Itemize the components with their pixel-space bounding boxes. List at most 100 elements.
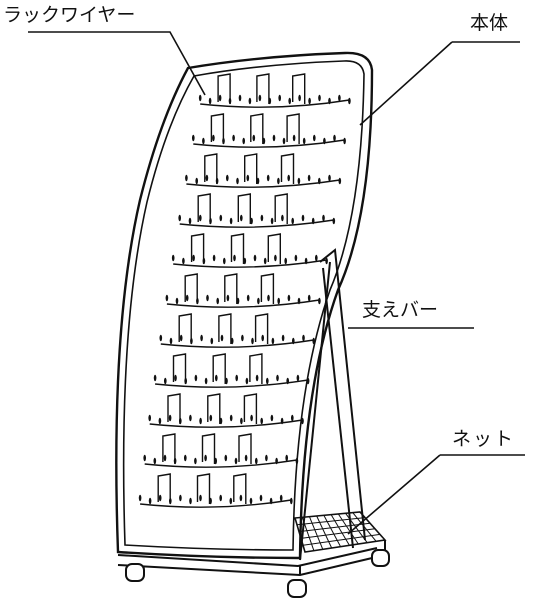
rack-hole <box>307 294 311 302</box>
rack-wire <box>237 193 251 224</box>
rack-hole <box>294 254 298 262</box>
rack-hole <box>271 337 275 345</box>
shelf-lip <box>200 99 350 108</box>
rack-hole <box>189 497 192 505</box>
leader-lines <box>28 31 525 535</box>
support-bar <box>299 248 366 561</box>
rack-hole <box>301 417 304 425</box>
rack-hole <box>287 174 291 182</box>
rack-wire <box>274 193 288 224</box>
rack-wire <box>172 353 187 384</box>
rack-hole <box>212 134 215 142</box>
rack-hole <box>168 414 172 422</box>
rack-hole <box>306 377 310 385</box>
rack-hole <box>259 494 263 502</box>
leader-rack-wire <box>28 31 206 96</box>
rack-hole <box>212 254 216 262</box>
rack-hole <box>292 134 296 142</box>
rack-wire <box>162 433 176 464</box>
rack-hole <box>325 257 328 265</box>
rack-wire <box>218 313 232 344</box>
rack-wire <box>233 473 247 504</box>
rack-hole <box>148 414 151 422</box>
rack-hole <box>282 137 286 145</box>
rack-hole <box>277 297 281 305</box>
net-wire <box>323 515 341 547</box>
rack-hole <box>312 337 316 345</box>
rack-hole <box>175 297 179 305</box>
rack-hole <box>143 454 146 462</box>
rack-hole <box>202 137 205 145</box>
rack-hole <box>178 214 181 222</box>
rack-hole <box>255 374 259 382</box>
rack-hole <box>215 374 218 382</box>
rack-wire <box>184 273 198 304</box>
shelf-lip <box>179 219 334 228</box>
rack-wire <box>267 233 281 264</box>
rack-wire <box>256 73 270 104</box>
rack-hole <box>194 374 198 382</box>
rack-wire <box>224 273 238 304</box>
rack-hole <box>216 297 219 305</box>
rack-hole <box>233 254 236 262</box>
rack-hole <box>248 97 252 105</box>
rack-hole <box>164 377 167 385</box>
rack-hole <box>260 214 264 222</box>
rack-hole <box>192 134 195 142</box>
rack-hole <box>148 497 152 505</box>
rack-hole <box>218 94 222 102</box>
rack-hole <box>229 217 233 225</box>
rack-hole <box>158 417 162 425</box>
net-wire <box>330 514 350 546</box>
rack-wire <box>210 113 225 144</box>
net-wire <box>316 515 333 549</box>
label-net: ネット <box>452 428 516 450</box>
rack-hole <box>246 294 250 302</box>
rack-wire <box>230 233 245 264</box>
rack-hole <box>198 94 202 102</box>
rack-hole <box>219 494 222 502</box>
rack-wire <box>280 153 295 184</box>
net-tray <box>293 511 387 553</box>
rack-hole <box>333 134 336 142</box>
rack-hole <box>302 137 306 145</box>
rack-hole <box>184 454 187 462</box>
rack-hole <box>291 217 295 225</box>
rack-hole <box>276 374 279 382</box>
rack-hole <box>209 414 213 422</box>
rack-hole <box>189 414 192 422</box>
rack-hole <box>295 457 299 465</box>
rack-hole <box>159 334 163 342</box>
caster-wheel <box>371 549 390 567</box>
rack-hole <box>199 214 202 222</box>
rack-hole <box>199 417 202 425</box>
net-wire <box>300 528 376 539</box>
leader-net <box>347 454 525 535</box>
rack-hole <box>223 257 226 265</box>
rack-hole <box>338 177 342 185</box>
rack-wire <box>190 233 205 264</box>
rack-hole <box>296 374 300 382</box>
net-grid <box>296 512 381 551</box>
rack-wire <box>204 153 218 184</box>
rack-hole <box>242 137 245 145</box>
rack-wire <box>201 433 216 464</box>
rack-wire <box>178 313 192 344</box>
rack-wire <box>250 113 264 144</box>
rack-hole <box>169 337 173 345</box>
rack-hole <box>263 257 267 265</box>
base <box>117 540 386 577</box>
net-wire <box>302 533 381 546</box>
rack-hole <box>291 414 294 422</box>
rack-hole <box>270 217 274 225</box>
rack-hole <box>318 297 321 305</box>
rack-wire <box>238 433 252 464</box>
rack-hole <box>284 257 288 265</box>
rack-hole <box>313 134 316 142</box>
rack-hole <box>279 494 283 502</box>
rack-hole <box>277 177 280 185</box>
rack-hole <box>235 374 238 382</box>
rack-wire <box>157 473 171 504</box>
rack-hole <box>328 174 331 182</box>
